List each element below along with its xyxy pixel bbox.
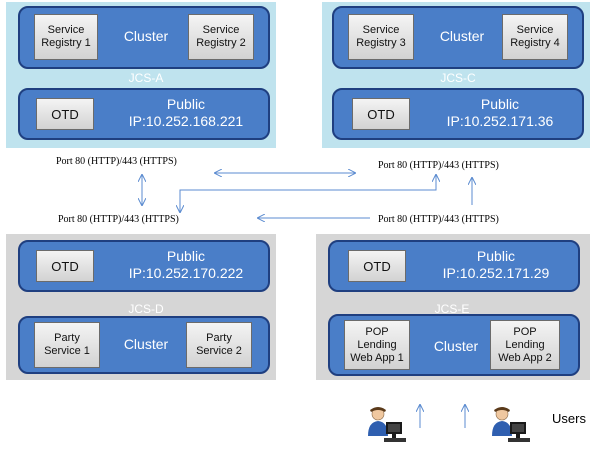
public-ip-c: Public IP:10.252.171.36 bbox=[446, 96, 554, 129]
public-bar-e: OTD Public IP:10.252.171.29 bbox=[328, 240, 580, 292]
otd-box-c: OTD bbox=[352, 98, 410, 130]
users-label: Users bbox=[552, 411, 586, 426]
public-ip-d: Public IP:10.252.170.222 bbox=[128, 248, 244, 281]
public-ip-a: Public IP:10.252.168.221 bbox=[128, 96, 244, 129]
user-computer-icon-2 bbox=[492, 407, 530, 442]
cluster-bar-a: Service Registry 1 Cluster Service Regis… bbox=[18, 6, 270, 69]
panel-jcs-a: Service Registry 1 Cluster Service Regis… bbox=[6, 2, 276, 148]
service-registry-3-box: Service Registry 3 bbox=[348, 14, 414, 60]
port-label-bottom-right: Port 80 (HTTP)/443 (HTTPS) bbox=[378, 214, 499, 225]
jcs-a-label: JCS-A bbox=[128, 71, 164, 85]
cluster-bar-d: Party Service 1 Cluster Party Service 2 bbox=[18, 316, 270, 374]
port-label-top-right: Port 80 (HTTP)/443 (HTTPS) bbox=[378, 160, 499, 171]
panel-jcs-e: OTD Public IP:10.252.171.29 JCS-E POP Le… bbox=[316, 234, 590, 380]
panel-jcs-c: Service Registry 3 Cluster Service Regis… bbox=[322, 2, 590, 148]
public-bar-d: OTD Public IP:10.252.170.222 bbox=[18, 240, 270, 292]
service-registry-2-box: Service Registry 2 bbox=[188, 14, 254, 60]
party-service-2-box: Party Service 2 bbox=[186, 322, 252, 368]
otd-box-e: OTD bbox=[348, 250, 406, 282]
arrow-elbow bbox=[180, 175, 436, 212]
cluster-bar-e: POP Lending Web App 1 Cluster POP Lendin… bbox=[328, 314, 580, 376]
cluster-label-d: Cluster bbox=[123, 336, 169, 352]
cluster-label-a: Cluster bbox=[123, 28, 169, 44]
cluster-label-c: Cluster bbox=[439, 28, 485, 44]
service-registry-1-box: Service Registry 1 bbox=[34, 14, 98, 60]
public-bar-c: OTD Public IP:10.252.171.36 bbox=[332, 88, 584, 140]
user-computer-icon-1 bbox=[368, 407, 406, 442]
otd-box-d: OTD bbox=[36, 250, 94, 282]
service-registry-4-box: Service Registry 4 bbox=[502, 14, 568, 60]
otd-box-a: OTD bbox=[36, 98, 94, 130]
public-bar-a: OTD Public IP:10.252.168.221 bbox=[18, 88, 270, 140]
jcs-d-label: JCS-D bbox=[128, 302, 164, 316]
cluster-label-e: Cluster bbox=[433, 338, 479, 354]
public-ip-e: Public IP:10.252.171.29 bbox=[442, 248, 550, 281]
pop-lending-web-app-1-box: POP Lending Web App 1 bbox=[344, 320, 410, 370]
port-label-bottom-left: Port 80 (HTTP)/443 (HTTPS) bbox=[58, 214, 179, 225]
cluster-bar-c: Service Registry 3 Cluster Service Regis… bbox=[332, 6, 584, 69]
pop-lending-web-app-2-box: POP Lending Web App 2 bbox=[490, 320, 560, 370]
panel-jcs-d: OTD Public IP:10.252.170.222 JCS-D Party… bbox=[6, 234, 276, 380]
port-label-top-left: Port 80 (HTTP)/443 (HTTPS) bbox=[56, 156, 177, 167]
jcs-e-label: JCS-E bbox=[434, 302, 470, 316]
jcs-c-label: JCS-C bbox=[440, 71, 476, 85]
party-service-1-box: Party Service 1 bbox=[34, 322, 100, 368]
